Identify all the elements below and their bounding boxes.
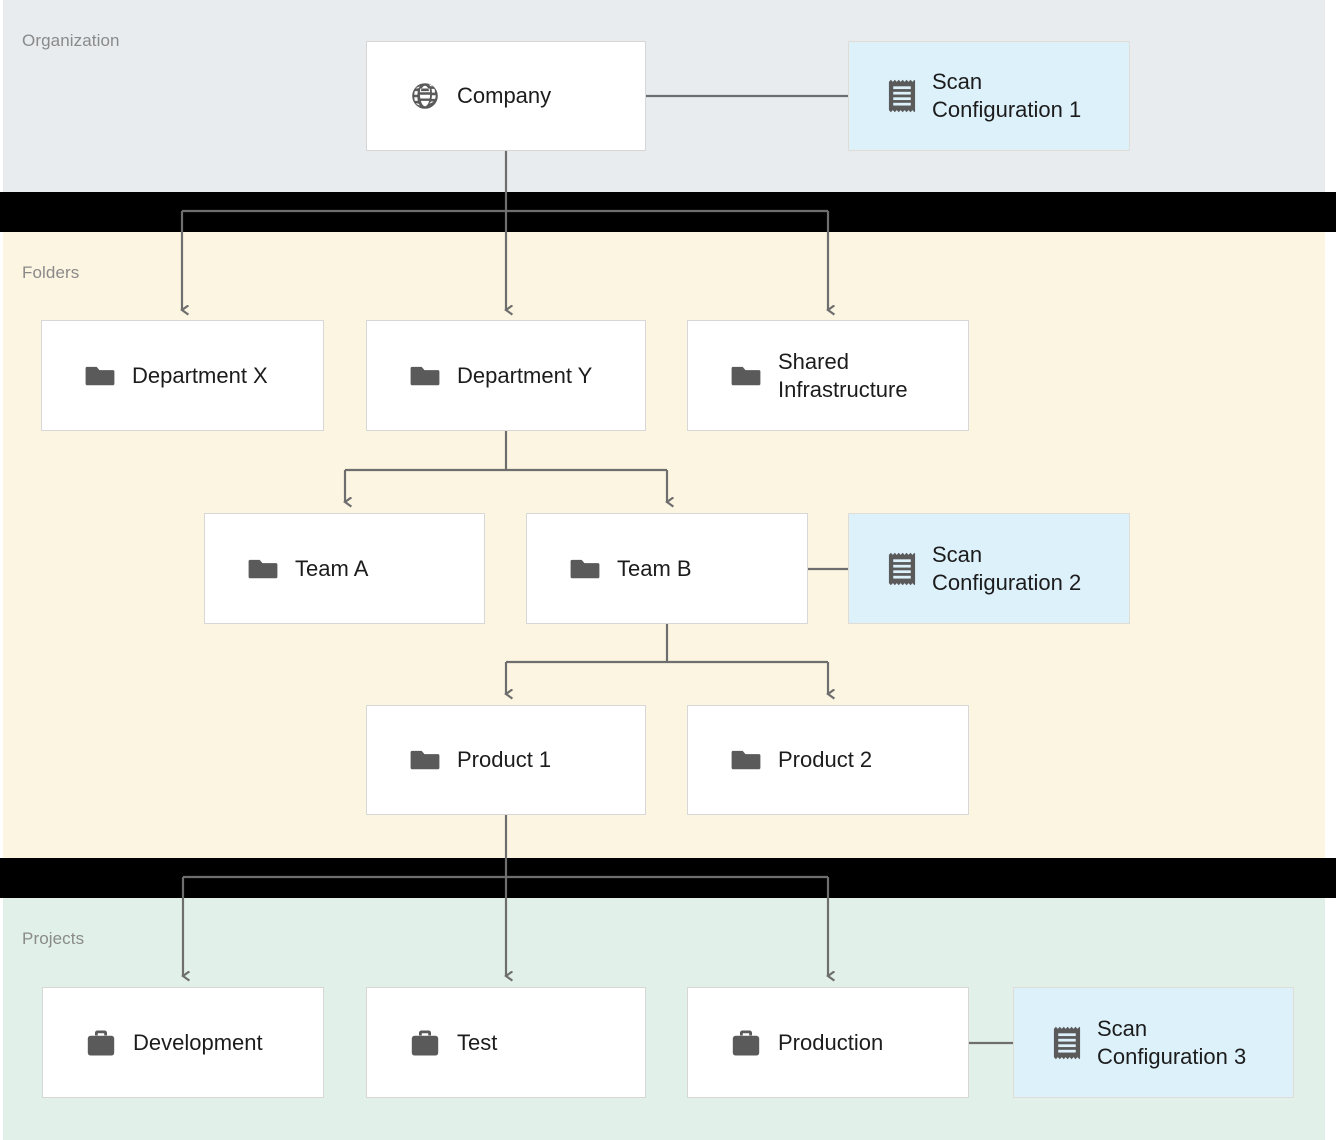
globe-icon	[412, 83, 438, 109]
node-team-b[interactable]: Team B	[526, 513, 808, 624]
node-scan-configuration-1[interactable]: Scan Configuration 1	[848, 41, 1130, 151]
node-department-x[interactable]: Department X	[41, 320, 324, 431]
briefcase-icon	[87, 1029, 115, 1056]
node-label: Production	[778, 1029, 884, 1055]
receipt-icon	[888, 79, 916, 113]
node-label: Scan Configuration 2	[932, 541, 1082, 595]
node-development[interactable]: Development	[42, 987, 324, 1098]
node-label: Company	[457, 83, 552, 108]
band-divider-2	[0, 858, 1336, 898]
node-production[interactable]: Production	[687, 987, 969, 1098]
folder-icon	[248, 559, 278, 578]
node-label: Scan Configuration 3	[1097, 1015, 1247, 1069]
folder-icon	[731, 366, 761, 385]
node-label: Team B	[617, 555, 692, 581]
node-label: Test	[457, 1029, 498, 1055]
folder-icon	[85, 366, 115, 385]
node-label: Product 2	[778, 747, 873, 772]
node-test[interactable]: Test	[366, 987, 646, 1098]
node-label: Department X	[132, 362, 268, 388]
node-team-a[interactable]: Team A	[204, 513, 485, 624]
band-label-organization: Organization	[22, 31, 120, 50]
node-department-y[interactable]: Department Y	[366, 320, 646, 431]
receipt-icon	[888, 552, 916, 585]
folder-icon	[731, 750, 761, 770]
folder-icon	[410, 366, 440, 385]
band-divider-1	[0, 192, 1336, 232]
node-scan-configuration-3[interactable]: Scan Configuration 3	[1013, 987, 1294, 1098]
folder-icon	[570, 559, 600, 578]
node-label: Shared Infrastructure	[778, 348, 908, 402]
node-label: Department Y	[457, 362, 593, 388]
node-shared-infrastructure[interactable]: Shared Infrastructure	[687, 320, 969, 431]
node-company[interactable]: Company	[366, 41, 646, 151]
folder-icon	[410, 750, 440, 770]
node-label: Team A	[295, 555, 369, 581]
node-label: Product 1	[457, 747, 552, 772]
briefcase-icon	[732, 1029, 760, 1056]
band-label-projects: Projects	[22, 929, 85, 948]
briefcase-icon	[411, 1029, 439, 1056]
node-scan-configuration-2[interactable]: Scan Configuration 2	[848, 513, 1130, 624]
node-label: Development	[133, 1029, 263, 1055]
band-label-folders: Folders	[22, 263, 80, 282]
node-product-2[interactable]: Product 2	[687, 705, 969, 815]
receipt-icon	[1053, 1026, 1081, 1059]
node-label: Scan Configuration 1	[932, 69, 1082, 122]
node-product-1[interactable]: Product 1	[366, 705, 646, 815]
